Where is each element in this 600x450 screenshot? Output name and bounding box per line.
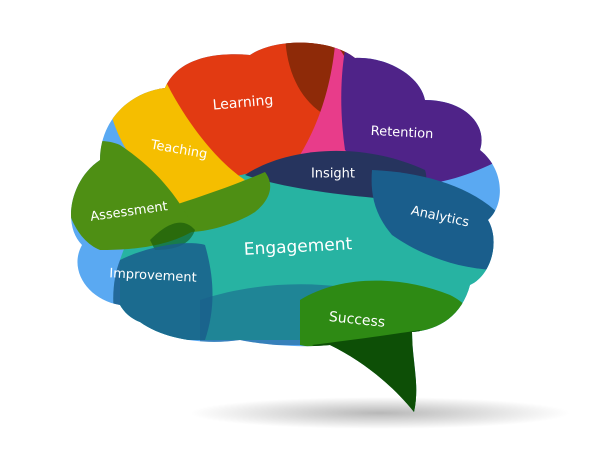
label-insight: Insight	[311, 167, 355, 182]
region-dark-red	[285, 42, 360, 115]
region-green-overlap	[175, 172, 271, 232]
region-improvement	[113, 243, 213, 340]
label-retention: Retention	[370, 124, 433, 142]
region-pink	[300, 45, 354, 155]
region-analytics	[371, 170, 500, 270]
region-retention	[341, 50, 500, 185]
label-improvement: Improvement	[109, 266, 197, 286]
drop-shadow	[190, 397, 570, 429]
region-dark-green-left	[150, 222, 195, 250]
label-learning: Learning	[212, 92, 274, 113]
label-success: Success	[328, 309, 386, 331]
region-assessment	[70, 140, 195, 250]
